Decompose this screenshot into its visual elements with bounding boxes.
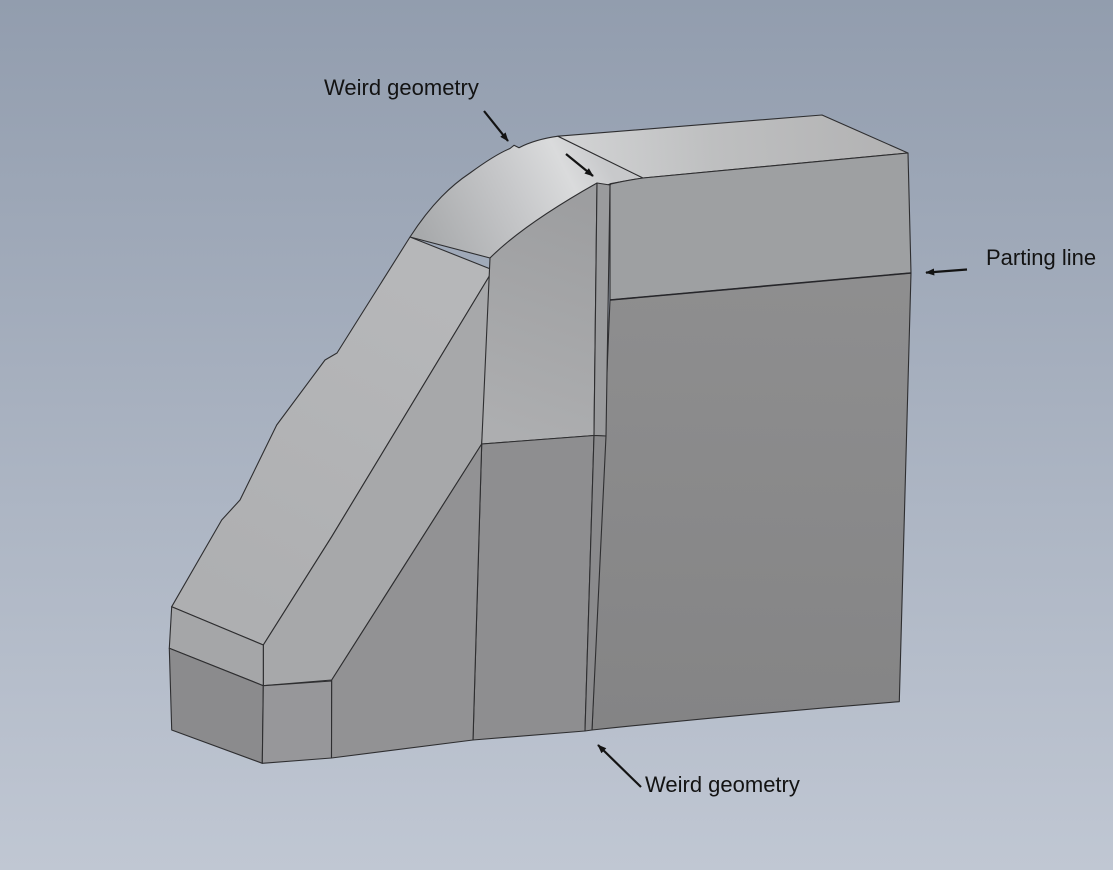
parting-line-arrow[interactable] xyxy=(925,268,968,276)
weird-geometry-top-label[interactable]: Weird geometry xyxy=(324,75,479,100)
model-face-middle-upper[interactable] xyxy=(481,182,598,445)
model-face-middle-lower-left[interactable] xyxy=(330,443,483,759)
weird-geometry-top-arrow[interactable] xyxy=(483,110,509,142)
weird-geometry-secondary-arrow[interactable] xyxy=(565,153,594,177)
model-face-sliver-lower[interactable] xyxy=(584,434,607,732)
weird-geometry-bottom-arrow[interactable] xyxy=(597,744,642,788)
parting-line-edge[interactable] xyxy=(609,272,912,301)
model-face-foot-right[interactable] xyxy=(261,680,333,764)
model-face-front-lower[interactable] xyxy=(591,272,912,731)
parting-line-label[interactable]: Parting line xyxy=(986,245,1097,270)
weird-geometry-bottom-label[interactable]: Weird geometry xyxy=(645,772,800,797)
model-face-middle-lower-right[interactable] xyxy=(472,434,595,741)
